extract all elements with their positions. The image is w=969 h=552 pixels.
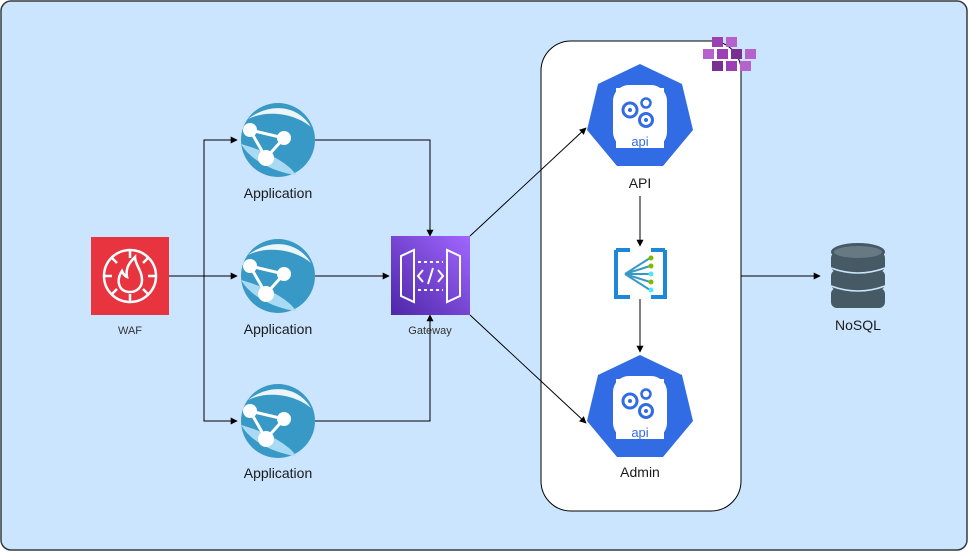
app-service-globe-icon — [239, 237, 317, 315]
app-service-globe-icon — [239, 101, 317, 179]
application-node-1: Application — [239, 101, 317, 201]
gateway-label: Gateway — [408, 325, 452, 337]
edge-gateway-api — [469, 127, 587, 237]
application-label-2: Application — [244, 321, 313, 337]
application-label-1: Application — [244, 185, 313, 201]
application-node-3: Application — [239, 382, 317, 481]
application-label-3: Application — [244, 465, 313, 481]
api-node: api API — [585, 62, 695, 191]
api-gateway-icon — [391, 236, 470, 315]
edge-waf-app3 — [168, 275, 238, 425]
admin-badge: api — [631, 425, 648, 440]
admin-label: Admin — [620, 464, 660, 480]
gateway-node: Gateway — [391, 236, 470, 337]
app-service-globe-icon — [239, 382, 317, 460]
admin-node: api Admin — [585, 353, 695, 480]
waf-label: WAF — [118, 325, 142, 337]
api-badge: api — [631, 134, 648, 149]
event-hub-icon — [614, 248, 667, 299]
edges — [168, 127, 821, 425]
edge-gateway-admin — [469, 314, 587, 424]
waf-fire-shield-icon — [91, 237, 169, 315]
api-label: API — [629, 175, 652, 191]
waf-node: WAF — [91, 237, 169, 337]
nosql-label: NoSQL — [835, 317, 881, 333]
application-node-2: Application — [239, 237, 317, 337]
database-cylinder-icon — [830, 243, 886, 308]
nosql-node: NoSQL — [830, 243, 886, 333]
event-hub-node — [614, 248, 667, 299]
kubernetes-cluster-cubes-icon — [703, 37, 756, 71]
edge-app1-gateway — [315, 139, 434, 237]
edge-app3-gateway — [315, 314, 434, 422]
